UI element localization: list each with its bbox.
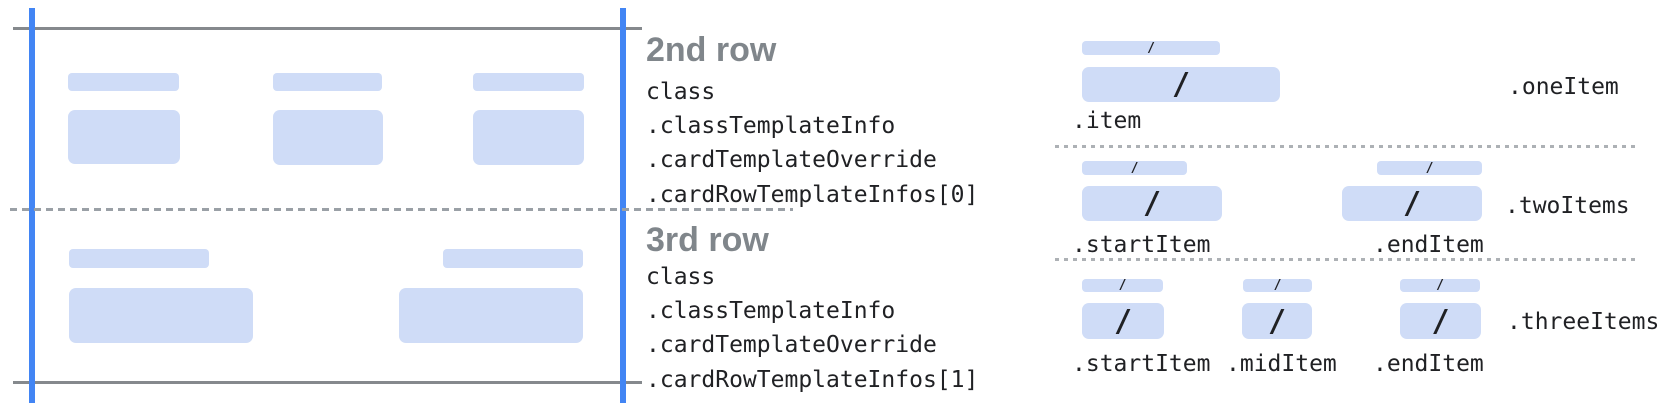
mid-item-field-label: .midItem bbox=[1226, 351, 1337, 377]
start-item-value-bar: / bbox=[1082, 186, 1222, 221]
row3-path-line: .classTemplateInfo bbox=[646, 298, 896, 324]
slash-placeholder: / bbox=[1130, 160, 1139, 176]
row2-path-line: .cardTemplateOverride bbox=[646, 147, 937, 173]
start-item-field-label: .startItem bbox=[1072, 232, 1211, 258]
layout-section-divider-dashed bbox=[1055, 145, 1635, 148]
row2-path-line: .classTemplateInfo bbox=[646, 113, 896, 139]
slash-placeholder: / bbox=[1273, 278, 1282, 293]
row2-col1-label-bar bbox=[68, 73, 179, 91]
row2-annotation-title: 2nd row bbox=[646, 31, 777, 69]
slash-placeholder: / bbox=[1267, 303, 1287, 339]
card-right-guide-line bbox=[620, 8, 626, 403]
slash-placeholder: / bbox=[1118, 278, 1127, 293]
card-row-divider-dashed bbox=[10, 208, 793, 211]
end-item-value-bar: / bbox=[1342, 186, 1482, 221]
start-item-label-bar: / bbox=[1082, 160, 1187, 176]
one-item-value-bar: / bbox=[1082, 67, 1280, 102]
row2-path-line: .cardRowTemplateInfos[0] bbox=[646, 182, 979, 208]
one-item-label-bar: / bbox=[1082, 40, 1220, 56]
row2-col2-label-bar bbox=[273, 73, 382, 91]
row2-col3-value-bar bbox=[473, 110, 584, 165]
card-top-border-line bbox=[13, 27, 642, 30]
end-item-field-label: .endItem bbox=[1373, 351, 1484, 377]
layout-section-divider-dashed bbox=[1055, 258, 1635, 261]
start-item-value-bar: / bbox=[1082, 303, 1164, 339]
row2-col1-value-bar bbox=[68, 110, 180, 164]
row3-col1-label-bar bbox=[69, 249, 209, 268]
end-item-label-bar: / bbox=[1400, 278, 1480, 293]
row3-path-line: class bbox=[646, 264, 716, 290]
row2-col3-label-bar bbox=[473, 73, 584, 91]
start-item-field-label: .startItem bbox=[1072, 351, 1211, 377]
row3-path-line: .cardRowTemplateInfos[1] bbox=[646, 367, 979, 393]
end-item-field-label: .endItem bbox=[1373, 232, 1484, 258]
row3-col2-value-bar bbox=[399, 288, 583, 343]
row3-col2-label-bar bbox=[443, 249, 583, 268]
mid-item-label-bar: / bbox=[1243, 278, 1312, 293]
row3-col1-value-bar bbox=[69, 288, 253, 343]
row2-col2-value-bar bbox=[273, 110, 383, 165]
slash-placeholder: / bbox=[1142, 186, 1162, 221]
slash-placeholder: / bbox=[1431, 303, 1450, 339]
card-left-guide-line bbox=[29, 8, 35, 403]
row3-path-line: .cardTemplateOverride bbox=[646, 332, 937, 358]
slash-placeholder: / bbox=[1113, 303, 1133, 339]
item-field-label: .item bbox=[1072, 108, 1142, 134]
slash-placeholder: / bbox=[1436, 278, 1444, 293]
slash-placeholder: / bbox=[1425, 160, 1434, 176]
row3-annotation-title: 3rd row bbox=[646, 221, 769, 259]
slash-placeholder: / bbox=[1402, 186, 1422, 221]
slash-placeholder: / bbox=[1171, 67, 1191, 102]
one-item-layout-label: .oneItem bbox=[1508, 74, 1619, 100]
end-item-value-bar: / bbox=[1400, 303, 1481, 339]
two-items-layout-label: .twoItems bbox=[1505, 193, 1630, 219]
three-items-layout-label: .threeItems bbox=[1507, 309, 1660, 335]
start-item-label-bar: / bbox=[1082, 278, 1163, 293]
mid-item-value-bar: / bbox=[1242, 303, 1312, 339]
end-item-label-bar: / bbox=[1377, 160, 1482, 176]
card-bottom-border-line bbox=[13, 381, 642, 384]
row2-path-line: class bbox=[646, 79, 716, 105]
slash-placeholder: / bbox=[1147, 40, 1155, 56]
